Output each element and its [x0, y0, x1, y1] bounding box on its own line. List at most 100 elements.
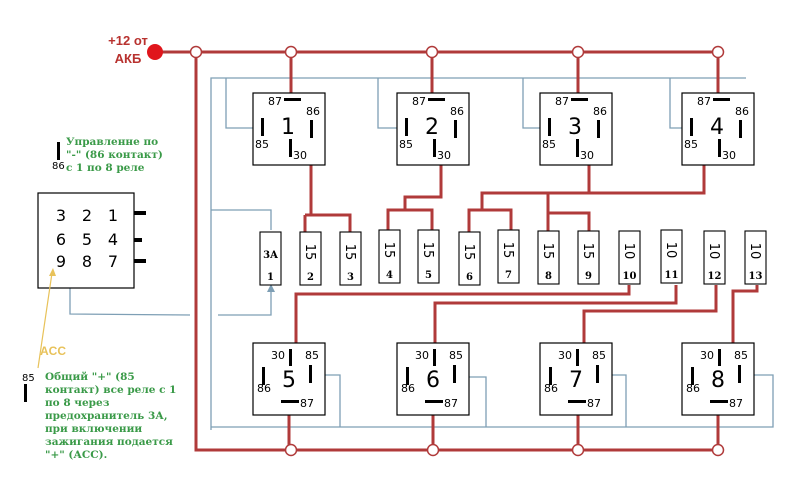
fuse-body	[703, 230, 726, 285]
pin-30-contact	[718, 349, 721, 366]
pin-87-contact	[281, 400, 299, 403]
wire-85-top-bus	[210, 77, 746, 430]
pin-86-label: 86	[401, 382, 415, 395]
connector-pin: 1	[108, 206, 118, 225]
pin-86-contact	[454, 120, 457, 138]
note-common-line: Общий "+" (85	[45, 371, 135, 383]
note-control-line: с 1 по 8 реле	[66, 162, 145, 174]
wire-85-relay8	[748, 374, 774, 428]
pin-85-label: 85	[449, 349, 463, 362]
pin-85-contact	[690, 118, 693, 136]
pin-30-contact	[433, 139, 436, 157]
junction-node	[425, 45, 439, 59]
fuse-index: 5	[425, 270, 432, 281]
note-control-line: "-" (86 контакт)	[66, 149, 163, 161]
battery-label-line1: +12 от	[108, 33, 148, 48]
pin-85-contact	[405, 118, 408, 136]
fuse-4: 154	[378, 229, 401, 284]
fuse-rating: 10	[663, 242, 678, 259]
pin-85-label: 85	[399, 138, 413, 151]
arrow-to-fuse1	[267, 284, 275, 292]
pin-86-contact	[406, 367, 409, 385]
fuse-1: 3A1	[259, 231, 282, 286]
pin-30-contact	[289, 349, 292, 366]
pin-30-contact	[289, 139, 292, 157]
note-common-line: зажигания подается	[45, 436, 173, 448]
junction-node	[284, 45, 298, 59]
pin-85-label: 85	[684, 138, 698, 151]
wire-acc-to-fuse1	[218, 290, 272, 316]
fuse-rating: 15	[500, 242, 515, 259]
fuse-rating: 10	[621, 243, 636, 260]
wire-30-relay4-fuses	[548, 211, 591, 232]
fuse-index: 13	[749, 271, 763, 282]
pin-85-symbol	[24, 384, 27, 402]
fuse-rating: 10	[747, 243, 762, 260]
fuse-index: 3	[347, 272, 354, 283]
note-common: 85 Общий "+" (85 контакт) все реле с 1 п…	[22, 371, 176, 461]
pin-87-label: 87	[697, 95, 711, 108]
wire-power-left	[194, 52, 721, 452]
pin-86-label: 86	[257, 382, 271, 395]
connector-pin: 4	[108, 230, 118, 249]
pin-86-label: 86	[306, 105, 320, 118]
pin-30-label: 30	[271, 349, 285, 362]
power-wires	[155, 50, 759, 452]
fuse-body	[577, 230, 600, 285]
fuse-index: 11	[665, 270, 679, 281]
pin-86-label: 86	[450, 105, 464, 118]
pin-87-contact	[284, 98, 301, 101]
relay-number: 1	[281, 115, 295, 140]
connector-pin: 2	[82, 206, 92, 225]
junction-node	[711, 443, 725, 457]
pin-86-label: 86	[593, 105, 607, 118]
pin-85-contact	[309, 365, 312, 383]
connector-tab	[134, 259, 146, 263]
pin-86-contact	[597, 120, 600, 138]
pin-30-label: 30	[700, 349, 714, 362]
pin-30-contact	[433, 349, 436, 366]
connector-tab	[134, 211, 146, 215]
fuse-9: 159	[577, 230, 600, 285]
fuse-index: 7	[505, 270, 512, 281]
wire-85-relay1	[225, 78, 261, 129]
relay-number: 7	[569, 368, 583, 393]
pin-87-contact	[568, 400, 586, 403]
fuse-rating: 15	[420, 242, 435, 259]
pin-87-contact	[571, 98, 588, 101]
pin-85-label: 85	[542, 138, 556, 151]
connector-pin: 7	[108, 252, 118, 271]
pin-87-contact	[425, 400, 443, 403]
pin-30-contact	[576, 349, 579, 366]
pin-86-contact	[691, 367, 694, 385]
connector-pin: 5	[82, 230, 92, 249]
fuse-block: 3A11521531541551561571581591010101110121…	[259, 229, 767, 286]
fuse-rating: 3A	[263, 250, 278, 261]
pin-87-label: 87	[412, 95, 426, 108]
fuse-body	[618, 230, 641, 285]
junction-node	[571, 45, 585, 59]
fuse-rating: 15	[342, 244, 357, 261]
pin-87-contact	[713, 98, 730, 101]
fuse-13: 10 13	[744, 230, 767, 285]
fuse-body	[378, 229, 401, 284]
relay-number: 4	[710, 115, 724, 140]
pin-30-contact	[576, 139, 579, 157]
pin-87-label: 87	[729, 397, 743, 410]
note-common-line: контакт) все реле с 1	[45, 384, 176, 396]
fuse-body	[339, 231, 362, 286]
fuse-11: 10 11	[660, 229, 683, 284]
pin-85-label: 85	[255, 138, 269, 151]
pin-87-contact	[710, 400, 728, 403]
note-common-line: по 8 через	[45, 397, 110, 409]
pin-86-contact	[739, 120, 742, 138]
fuse-rating: 15	[580, 243, 595, 260]
